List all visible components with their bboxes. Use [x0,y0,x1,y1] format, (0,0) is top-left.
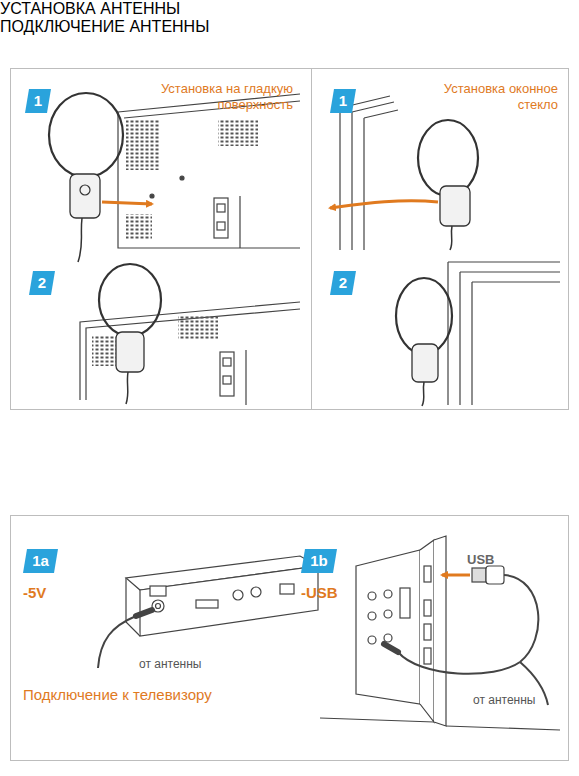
panel-box: -5Vот антенныПодключение к телевизору-US… [10,515,569,761]
heading-text: УСТАНОВКА АНТЕННЫ [0,0,180,17]
tv-rear [118,94,300,248]
callout-number: 1b [301,549,337,573]
callout-badge: 2 [29,271,55,295]
panel-text: Установка оконное стекло [408,81,558,113]
callout-number: 1 [330,89,356,113]
plug-arrow [442,574,470,577]
set-top-box [126,556,318,636]
callout-badge: 1 [330,89,356,113]
panel-text: от антенны [139,657,201,671]
panel-box: Установка на гладкую поверхность 1 2 [10,68,312,410]
callout-badge: 1 [25,89,51,113]
tv-side [320,536,560,730]
antenna-cable [384,575,548,705]
callout-number: 2 [330,271,356,295]
antenna [49,93,123,262]
panel-text: -USB [301,584,338,601]
callout-badge: 1b [301,549,337,573]
antenna [396,278,452,406]
heading: ПОДКЛЮЧЕНИЕ АНТЕННЫ [0,18,579,36]
callout-number: 2 [29,271,55,295]
callout-number: 1 [25,89,51,113]
mount-arrow [330,201,438,208]
window-frame [340,96,398,250]
antenna [418,120,478,250]
text-slot: от антенны [473,690,535,708]
usb-plug [472,566,504,584]
heading: УСТАНОВКА АНТЕННЫ [0,0,579,18]
text-slot: -USB [301,584,338,602]
mount-arrow [102,202,152,204]
text-slot: -5V [23,584,46,602]
text-slot: Установка оконное стекло [408,81,558,113]
panel-text: Установка на гладкую поверхность [143,81,293,113]
callout-badge: 2 [330,271,356,295]
text-slot: USB [467,550,494,568]
heading-text: ПОДКЛЮЧЕНИЕ АНТЕННЫ [0,18,209,35]
callout-number: 1a [23,549,58,573]
panel-text: Подключение к телевизору [23,686,212,703]
callout-badge: 1a [23,549,58,573]
window-frame [448,262,560,405]
text-slot: Установка на гладкую поверхность [143,81,293,113]
antenna [99,264,161,404]
panel-text: -5V [23,584,46,601]
panel-text: от антенны [473,693,535,707]
panel-box: Установка оконное стекло 1 2 [311,68,569,410]
text-slot: Подключение к телевизору [23,686,212,704]
panel-text: USB [467,552,494,567]
text-slot: от антенны [139,654,201,672]
tv-rear [80,302,300,405]
